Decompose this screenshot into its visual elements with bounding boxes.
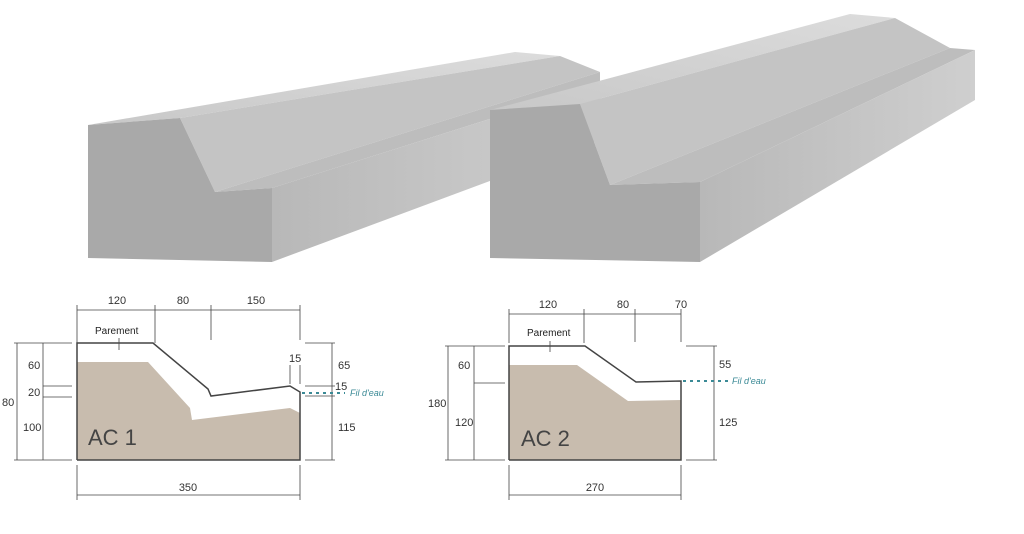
curb-block-ac2-render	[490, 14, 975, 262]
dim-left-1: 60	[458, 360, 470, 372]
dim-top-3: 70	[675, 299, 687, 311]
dim-top-1: 120	[108, 295, 126, 307]
dim-top-1: 120	[539, 299, 557, 311]
section-ac1: 120 80 150 Parement 350 60 20 100 80 65 …	[2, 295, 384, 500]
dim-left-total: 80	[2, 397, 14, 409]
parement-label: Parement	[527, 328, 571, 339]
dim-lip: 15	[289, 353, 301, 365]
dim-left-total: 180	[428, 398, 446, 410]
profile-name: AC 1	[88, 425, 137, 450]
dim-left-2: 120	[455, 417, 473, 429]
dim-top-2: 80	[177, 295, 189, 307]
dim-bottom: 350	[179, 482, 197, 494]
dim-right-1: 65	[338, 360, 350, 372]
dim-top-2: 80	[617, 299, 629, 311]
profile-name: AC 2	[521, 426, 570, 451]
dim-top-3: 150	[247, 295, 265, 307]
dim-right-1: 55	[719, 359, 731, 371]
dim-left-2: 20	[28, 387, 40, 399]
water-line-label: Fil d'eau	[350, 388, 384, 398]
dim-bottom: 270	[586, 482, 604, 494]
dim-right-2: 125	[719, 417, 737, 429]
dim-left-3: 100	[23, 422, 41, 434]
parement-label: Parement	[95, 326, 139, 337]
dim-right-3: 115	[338, 422, 356, 434]
dim-left-1: 60	[28, 360, 40, 372]
dim-right-2: 15	[335, 381, 347, 393]
water-line-label: Fil d'eau	[732, 376, 766, 386]
curb-block-ac1-render	[88, 52, 600, 262]
section-ac2: 120 80 70 Parement 270 60 120 180 55 125…	[428, 299, 766, 500]
